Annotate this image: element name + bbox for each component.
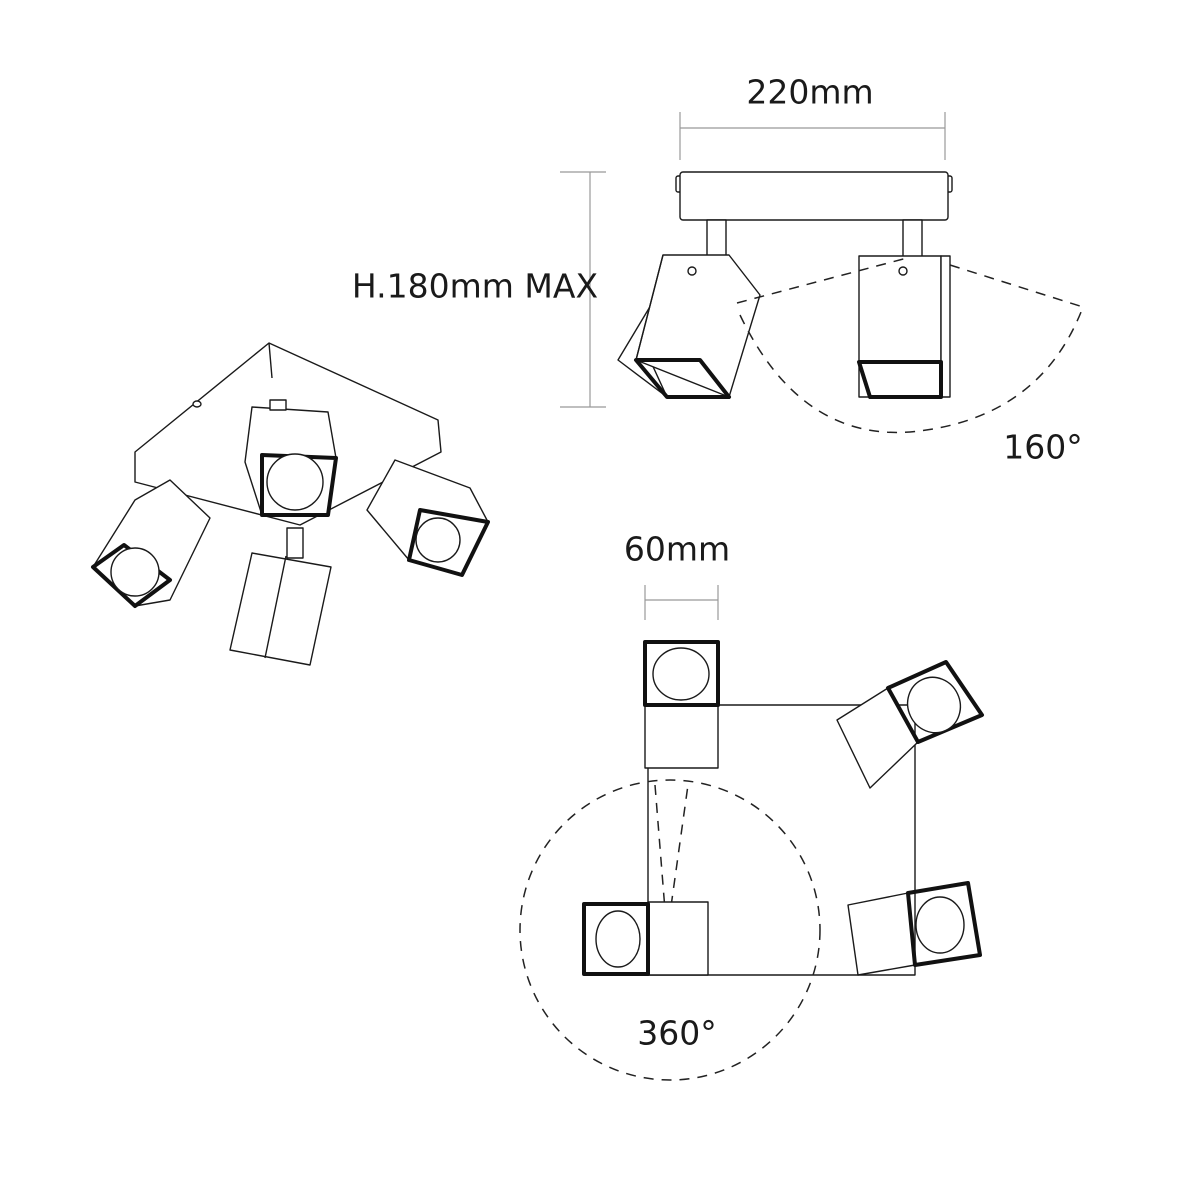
width-label: 220mm: [746, 72, 874, 112]
iso-head-center: [244, 399, 338, 517]
top-head-bottom-right: [847, 881, 982, 976]
side-head-left-tilted: [617, 254, 761, 399]
dimension-width: [679, 112, 946, 160]
side-view-two-light-fixture: [617, 171, 1084, 434]
head-width-label: 60mm: [623, 529, 731, 569]
iso-head-right: [366, 459, 490, 577]
canopy: [679, 171, 949, 221]
iso-head-left: [91, 479, 211, 608]
top-view-four-light-fixture: [519, 640, 984, 1081]
dimension-height: [560, 171, 606, 408]
iso-head-bottom: [229, 527, 332, 666]
tilt-angle-label: 160°: [1003, 427, 1083, 467]
top-head-top-left: [643, 640, 720, 769]
top-head-top-right: [836, 660, 984, 789]
tilt-range-arc: [736, 257, 1084, 434]
side-head-right: [857, 255, 951, 399]
top-head-bottom-left: [582, 901, 709, 976]
dimension-head-width: [644, 585, 719, 620]
height-label: H.180mm MAX: [351, 266, 599, 306]
rotation-range-circle: [519, 779, 821, 1081]
rotation-angle-label: 360°: [637, 1013, 717, 1053]
isometric-four-light-fixture: [91, 342, 490, 666]
